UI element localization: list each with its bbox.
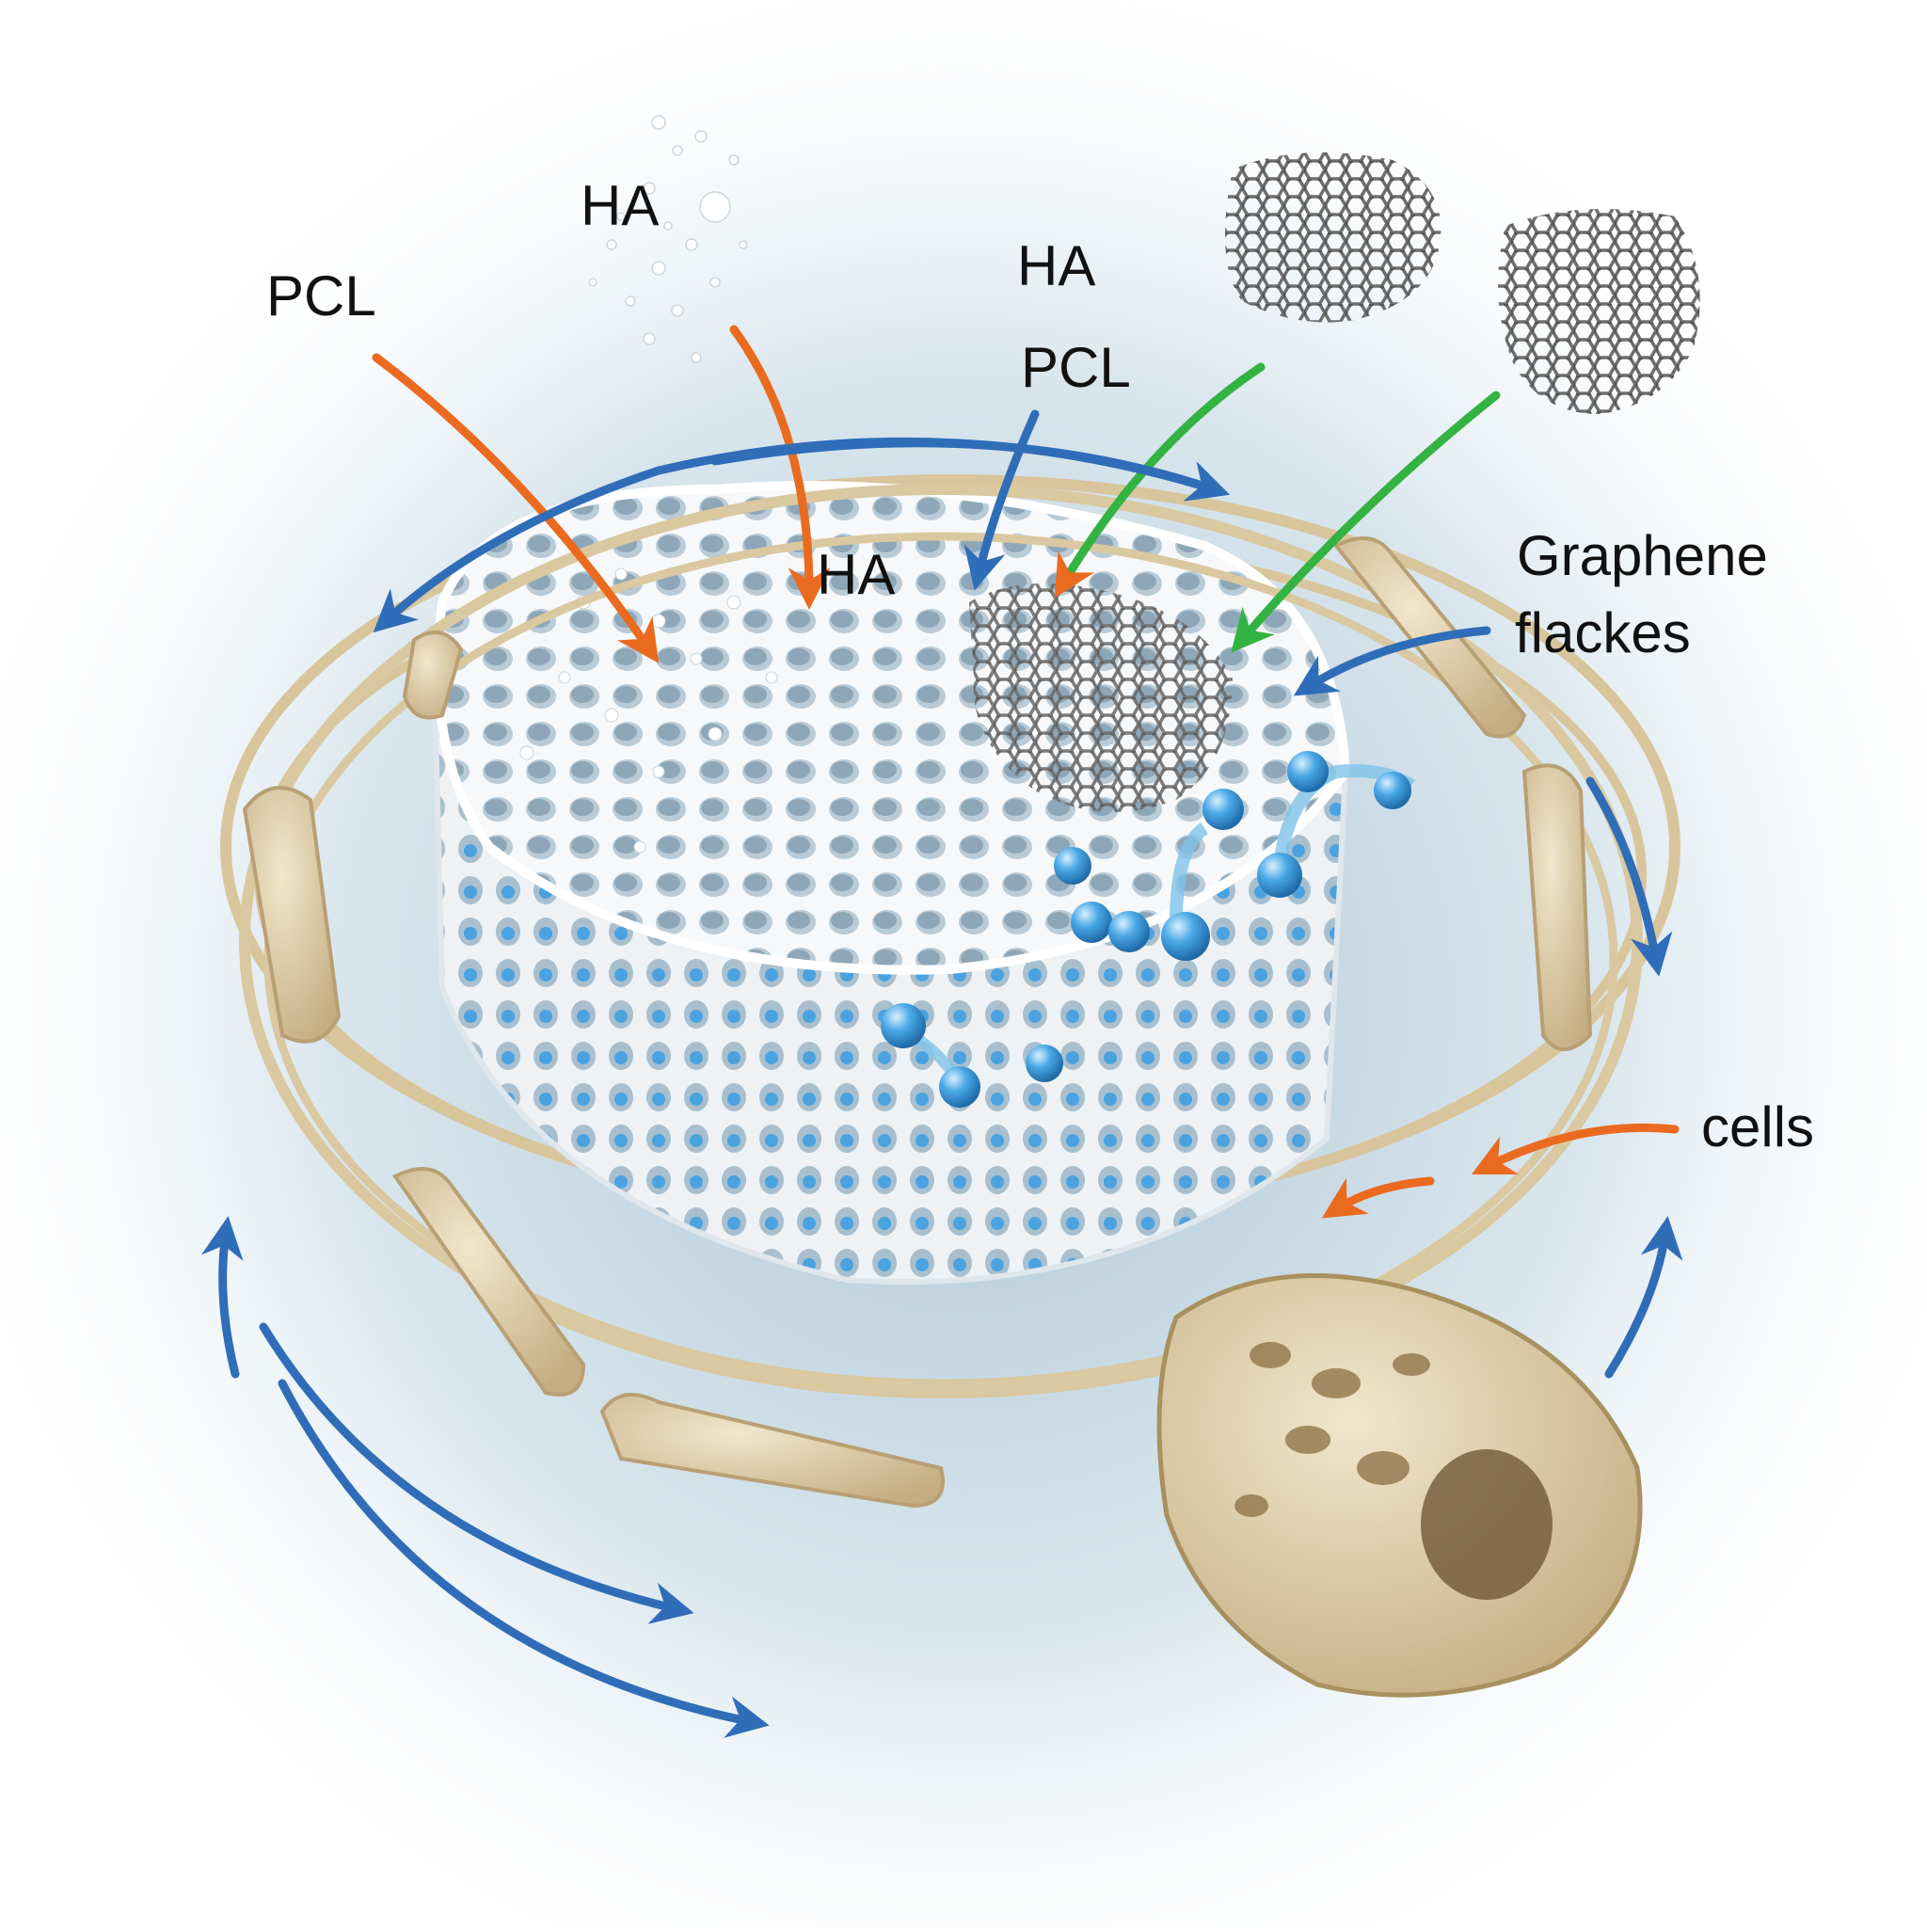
graphene-flake-1 [1225, 152, 1441, 323]
label-graphene-line2: flackes [1515, 601, 1691, 664]
rotation-arrow-bottom-2 [278, 1379, 770, 1738]
blue-arrows [200, 409, 1683, 1738]
arrow-cells-1 [1471, 1123, 1680, 1175]
arrow-pcl-center [964, 409, 1040, 591]
arrow-pcl-left [372, 353, 660, 663]
rotation-arrow-bottom-1 [259, 1322, 694, 1624]
rotation-arrow-top-b [710, 439, 1231, 502]
graphene-flake-2 [1498, 209, 1700, 414]
label-pcl-left: PCL [266, 264, 376, 327]
arrow-graphene-flakes [1293, 626, 1491, 696]
trabecular-pores [1234, 1342, 1553, 1600]
arrow-graphene-2 [1231, 391, 1501, 653]
label-cells: cells [1701, 1095, 1815, 1158]
green-arrows [1054, 362, 1501, 653]
label-pcl-center: PCL [1021, 336, 1131, 399]
ha-particle-cloud [588, 115, 748, 363]
label-ha-scaffold: HA [817, 543, 896, 606]
label-graphene-line1: Graphene [1517, 524, 1768, 587]
rotation-arrow-right [1585, 776, 1673, 977]
label-ha-top-left: HA [581, 174, 660, 237]
arrow-graphene-1 [1054, 362, 1266, 599]
rotation-arrow-left [200, 1216, 244, 1379]
rotation-arrow-right-lower [1604, 1216, 1683, 1379]
trabecular-bone-block [1156, 1272, 1643, 1698]
arrow-cells-2 [1321, 1176, 1435, 1219]
label-ha-top-center: HA [1017, 234, 1096, 297]
graphene-patch-on-scaffold [969, 583, 1233, 812]
cells-group [881, 751, 1415, 1108]
